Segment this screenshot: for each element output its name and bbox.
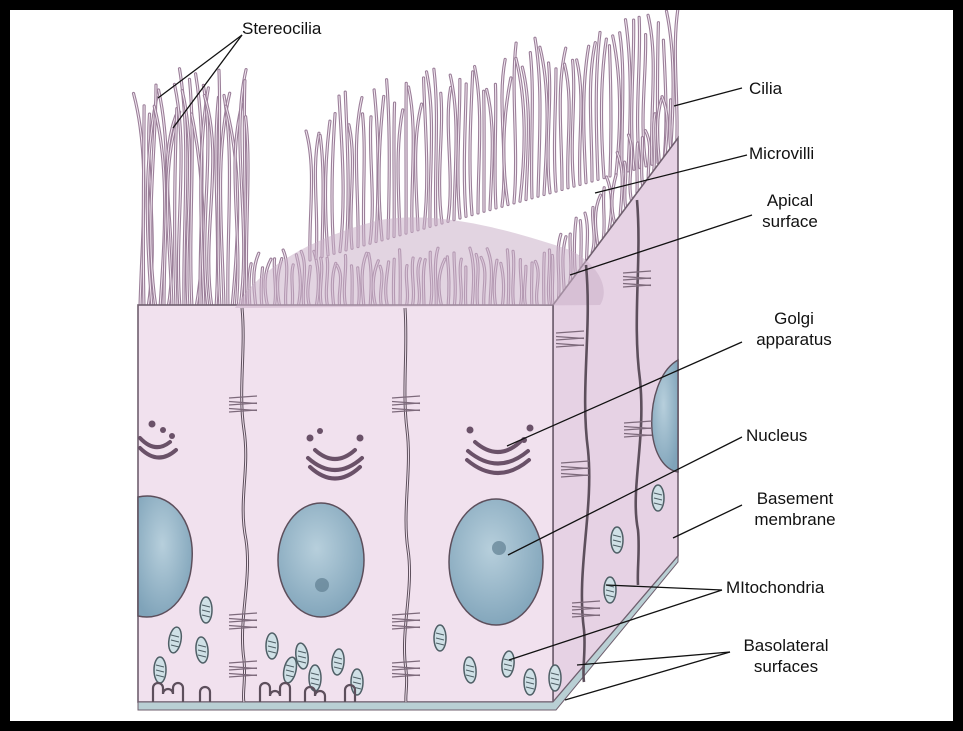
label-golgi-line1: Golgi	[747, 308, 841, 329]
cilium	[306, 131, 311, 260]
label-nucleus: Nucleus	[746, 425, 807, 446]
mitochondrion	[524, 669, 536, 695]
mitochondrion	[611, 527, 623, 553]
label-cilia: Cilia	[749, 78, 782, 99]
mitochondrion	[351, 669, 363, 695]
label-basement-line2: membrane	[745, 509, 845, 530]
label-apical-line2: surface	[755, 211, 825, 232]
nucleus-cell-2	[278, 503, 364, 617]
label-mitochondria: MItochondria	[726, 577, 824, 598]
label-golgi-line2: apparatus	[747, 329, 841, 350]
label-basement-membrane: Basement membrane	[745, 488, 845, 530]
mitochondrion	[266, 633, 278, 659]
mitochondrion	[200, 597, 212, 623]
mitochondrion	[434, 625, 446, 651]
cilium	[487, 89, 493, 209]
cilium	[475, 67, 480, 213]
label-basolateral-line1: Basolateral	[734, 635, 838, 656]
mitochondrion	[652, 485, 664, 511]
cilium-highlight	[603, 188, 604, 238]
label-apical-line1: Apical	[755, 190, 825, 211]
label-apical-surface: Apical surface	[755, 190, 825, 232]
cilium	[356, 98, 362, 247]
mitochondrion	[604, 577, 616, 603]
cilium	[590, 43, 595, 181]
epithelium-illustration	[10, 10, 953, 721]
cilium	[416, 104, 422, 230]
label-basement-line1: Basement	[745, 488, 845, 509]
apical-dome	[235, 217, 604, 308]
figure-frame: Stereocilia Cilia Microvilli Apical surf…	[10, 10, 953, 721]
label-basolateral-line2: surfaces	[734, 656, 838, 677]
label-microvilli: Microvilli	[749, 143, 814, 164]
mitochondrion	[549, 665, 561, 691]
nucleus-cell-3	[449, 499, 543, 625]
cilium-highlight	[394, 103, 395, 236]
label-golgi-apparatus: Golgi apparatus	[747, 308, 841, 350]
label-stereocilia: Stereocilia	[242, 18, 321, 39]
mitochondrion	[154, 657, 166, 683]
label-basolateral-surfaces: Basolateral surfaces	[734, 635, 838, 677]
cilium	[535, 38, 540, 196]
